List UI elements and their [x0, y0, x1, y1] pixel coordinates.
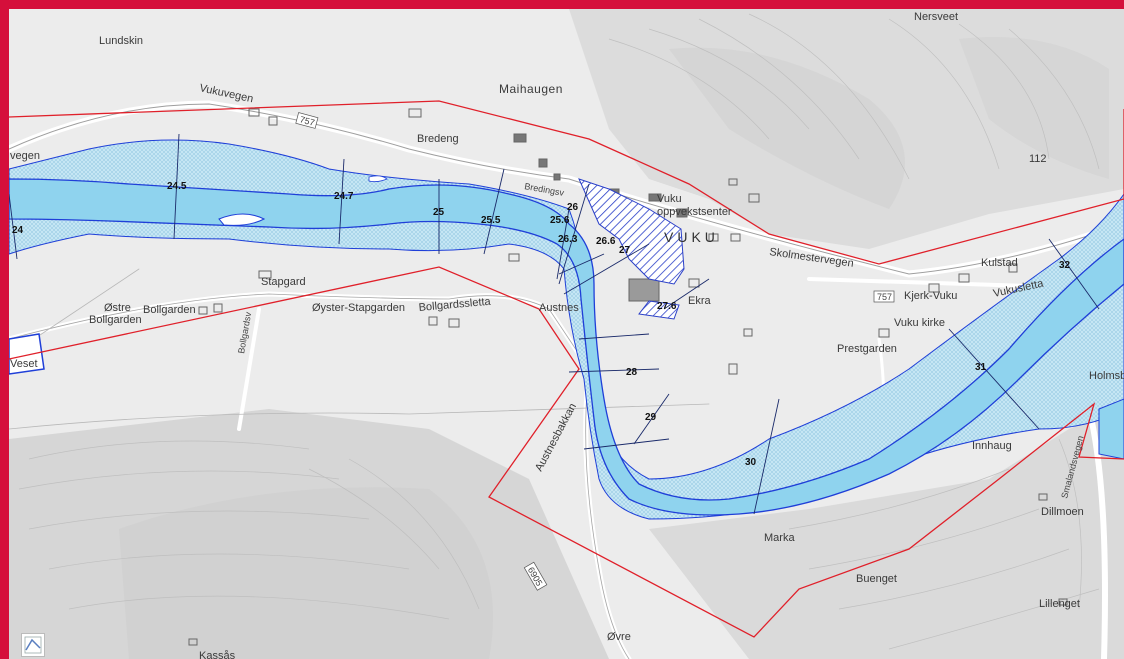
road-shield-757-east: 757 — [873, 290, 895, 303]
svg-text:757: 757 — [877, 292, 892, 302]
buildings — [188, 108, 1068, 646]
xs-label-27: 27 — [619, 245, 631, 256]
xs-label-25-6: 25.6 — [550, 215, 570, 226]
xs-label-25: 25 — [433, 207, 445, 218]
place-label-dillmoen: Dillmoen — [1041, 506, 1084, 518]
place-label-112: 112 — [1029, 153, 1047, 165]
road-label-vegen: vegen — [10, 150, 40, 162]
xs-label-30: 30 — [745, 457, 757, 468]
xs-label-25-5: 25.5 — [481, 215, 501, 226]
place-label-bollgarden-west: Bollgarden — [89, 314, 142, 326]
place-label-vuku: Vuku — [657, 193, 682, 205]
road-label-austnesbakkan: Austnesbakkan — [533, 401, 579, 473]
study-boundary — [9, 100, 1124, 638]
place-label-marka: Marka — [764, 532, 795, 544]
xs-label-24-7: 24.7 — [334, 191, 354, 202]
xs-label-26: 26 — [567, 202, 579, 213]
place-label-maihaugen: Maihaugen — [499, 82, 563, 96]
svg-text:757: 757 — [299, 114, 316, 128]
place-label-vuku-village: VUKU — [664, 229, 719, 245]
river-channel — [9, 178, 1124, 516]
flood-map[interactable]: 24 24.5 24.7 25 25.5 25.6 26 26.3 26.6 2… — [9, 9, 1124, 659]
place-label-vuku-kirke: Vuku kirke — [894, 317, 945, 329]
place-label-kassas: Kassås — [199, 650, 236, 659]
place-label-lundskin: Lundskin — [99, 35, 143, 47]
xs-label-29: 29 — [645, 412, 657, 423]
road-shield-757-north: 757 — [295, 112, 319, 129]
map-canvas[interactable]: 24 24.5 24.7 25 25.5 25.6 26 26.3 26.6 2… — [9, 9, 1124, 659]
place-label-veset: Veset — [10, 358, 38, 370]
place-label-ostre: Østre — [104, 302, 131, 314]
place-label-lillenget: Lillenget — [1039, 598, 1080, 610]
place-label-kjerk-vuku: Kjerk-Vuku — [904, 290, 957, 302]
islet — [368, 175, 388, 183]
xs-label-27-6: 27.6 — [657, 301, 677, 312]
road-label-bredingsv: Bredingsv — [524, 181, 566, 198]
place-label-stapgard: Stapgard — [261, 276, 306, 288]
place-label-nersveet: Nersveet — [914, 11, 958, 23]
xs-label-31: 31 — [975, 362, 987, 373]
place-label-kulstad: Kulstad — [981, 257, 1018, 269]
xs-label-24-5: 24.5 — [167, 181, 187, 192]
terrain-hillshade — [9, 9, 1124, 659]
place-label-ovre: Øvre — [607, 631, 631, 643]
flood-zone — [9, 139, 1124, 520]
place-label-holmsb: Holmsb — [1089, 370, 1124, 382]
place-label-ekra: Ekra — [688, 295, 712, 307]
place-label-austnes: Austnes — [539, 302, 579, 314]
xs-label-26-6: 26.6 — [596, 236, 616, 247]
place-label-oyster-stapgarden: Øyster-Stapgarden — [312, 302, 405, 314]
place-label-prestgarden: Prestgarden — [837, 343, 897, 355]
xs-label-24: 24 — [12, 225, 24, 236]
xs-label-32: 32 — [1059, 260, 1071, 271]
islet — [218, 213, 266, 226]
xs-label-26-3: 26.3 — [558, 234, 578, 245]
place-label-innhaug: Innhaug — [972, 440, 1012, 452]
legend-toggle-icon[interactable] — [21, 633, 45, 657]
place-label-bollgarden: Bollgarden — [143, 304, 196, 316]
xs-label-28: 28 — [626, 367, 638, 378]
place-label-bredeng: Bredeng — [417, 133, 459, 145]
place-label-oppvekstsenter: oppvekstsenter — [657, 206, 732, 218]
place-label-buenget: Buenget — [856, 573, 897, 585]
cross-section-lines — [9, 133, 1100, 515]
